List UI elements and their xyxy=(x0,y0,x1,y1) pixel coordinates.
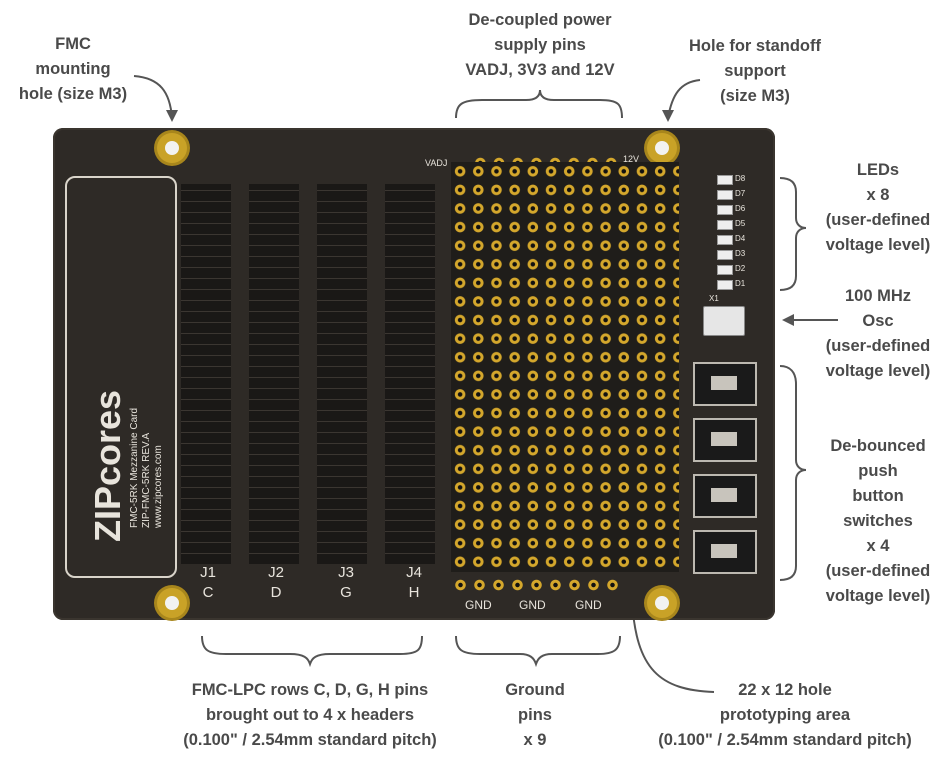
header-row-h: H xyxy=(408,584,420,601)
callout-line: brought out to 4 x headers xyxy=(205,706,415,724)
header-row-g: G xyxy=(340,584,352,601)
brand-subtitle: www.zipcores.com xyxy=(153,445,164,528)
standoff-hole-bottom xyxy=(647,588,677,618)
callout-line: (0.100" / 2.54mm standard pitch) xyxy=(658,731,912,749)
brand-subtitle: ZIP-FMC-5RK REV.A xyxy=(141,432,152,528)
push-button-4 xyxy=(693,530,757,574)
fmc-mezzanine-board: ZIPcores FMC-5RK Mezzanine Card ZIP-FMC-… xyxy=(53,128,775,620)
prototyping-area xyxy=(451,162,679,572)
callout-line: mounting xyxy=(35,60,111,78)
push-button-3 xyxy=(693,474,757,518)
oscillator-callout: 100 MHz Osc (user-defined voltage level) xyxy=(808,284,948,384)
callout-line: 100 MHz xyxy=(844,287,912,305)
callout-line: Hole for standoff xyxy=(689,37,821,55)
callout-line: hole (size M3) xyxy=(18,85,128,103)
led-d1 xyxy=(717,280,733,290)
led-label: D6 xyxy=(735,204,746,213)
callout-line: support xyxy=(724,62,786,80)
callout-line: x 9 xyxy=(523,731,547,749)
prototyping-area-callout: 22 x 12 hole prototyping area (0.100" / … xyxy=(622,678,948,753)
push-buttons-callout: De-bounced push button switches x 4 (use… xyxy=(808,434,948,609)
header-label-j2: J2 xyxy=(268,564,284,581)
callout-line: x 8 xyxy=(866,186,890,204)
power-pins-callout: De-coupled power supply pins VADJ, 3V3 a… xyxy=(440,8,640,83)
fmc-mounting-hole-bottom xyxy=(157,588,187,618)
led-d7 xyxy=(717,190,733,200)
brand-logo: ZIPcores xyxy=(87,389,128,542)
gnd-label: GND xyxy=(575,598,602,612)
led-d5 xyxy=(717,220,733,230)
callout-line: FMC xyxy=(55,35,91,53)
brand-subtitle: FMC-5RK Mezzanine Card xyxy=(129,407,140,528)
callout-line: FMC-LPC rows C, D, G, H pins xyxy=(191,681,429,699)
fmc-mounting-hole-callout: FMC mounting hole (size M3) xyxy=(8,32,138,107)
callout-line: 22 x 12 hole xyxy=(738,681,832,699)
callout-line: Osc xyxy=(862,312,894,330)
header-row-d: D xyxy=(270,584,282,601)
leds-bracket xyxy=(779,177,807,291)
gnd-label: GND xyxy=(465,598,492,612)
header-j1 xyxy=(181,184,231,564)
header-j4 xyxy=(385,184,435,564)
led-label: D8 xyxy=(735,174,746,183)
led-d6 xyxy=(717,205,733,215)
callout-line: De-bounced xyxy=(830,437,926,455)
header-j3 xyxy=(317,184,367,564)
callout-line: (0.100" / 2.54mm standard pitch) xyxy=(183,731,437,749)
callout-line: De-coupled power xyxy=(468,11,612,29)
fmc-mounting-hole-top xyxy=(157,133,187,163)
callout-line: voltage level) xyxy=(825,236,931,254)
leds-callout: LEDs x 8 (user-defined voltage level) xyxy=(808,158,948,258)
callout-line: VADJ, 3V3 and 12V xyxy=(465,61,615,79)
callout-line: (size M3) xyxy=(720,87,790,105)
led-label: D3 xyxy=(735,249,746,258)
buttons-bracket xyxy=(779,365,807,581)
callout-line: (user-defined xyxy=(825,337,931,355)
callout-line: voltage level) xyxy=(825,587,931,605)
led-label: D7 xyxy=(735,189,746,198)
vadj-label: VADJ xyxy=(425,158,448,168)
header-label-j4: J4 xyxy=(406,564,422,581)
gnd-label: GND xyxy=(519,598,546,612)
header-j2 xyxy=(249,184,299,564)
logo-panel xyxy=(65,176,177,578)
led-d2 xyxy=(717,265,733,275)
callout-line: prototyping area xyxy=(719,706,851,724)
push-button-1 xyxy=(693,362,757,406)
standoff-hole-callout: Hole for standoff support (size M3) xyxy=(660,34,850,109)
callout-line: supply pins xyxy=(494,36,586,54)
header-label-j3: J3 xyxy=(338,564,354,581)
osc-label: X1 xyxy=(709,294,719,303)
callout-line: LEDs xyxy=(856,161,900,179)
callout-line: Ground xyxy=(505,681,565,699)
callout-line: voltage level) xyxy=(825,362,931,380)
led-d3 xyxy=(717,250,733,260)
header-label-j1: J1 xyxy=(200,564,216,581)
fmc-hole-arrow xyxy=(133,75,173,119)
led-d4 xyxy=(717,235,733,245)
led-label: D4 xyxy=(735,234,746,243)
power-bracket xyxy=(455,89,623,119)
fmc-rows-bracket xyxy=(201,635,423,668)
led-label: D2 xyxy=(735,264,746,273)
ground-bracket xyxy=(455,635,621,668)
header-row-c: C xyxy=(202,584,214,601)
callout-line: switches xyxy=(843,512,913,530)
fmc-rows-callout: FMC-LPC rows C, D, G, H pins brought out… xyxy=(145,678,475,753)
12v-label: 12V xyxy=(623,154,640,164)
standoff-hole-top xyxy=(647,133,677,163)
push-button-2 xyxy=(693,418,757,462)
callout-line: (user-defined xyxy=(825,211,931,229)
led-label: D5 xyxy=(735,219,746,228)
oscillator-100mhz xyxy=(703,306,745,336)
led-d8 xyxy=(717,175,733,185)
ground-pins xyxy=(451,576,623,594)
callout-line: x 4 xyxy=(866,537,890,555)
callout-line: pins xyxy=(518,706,552,724)
callout-line: (user-defined xyxy=(825,562,931,580)
led-label: D1 xyxy=(735,279,746,288)
callout-line: button xyxy=(852,487,904,505)
callout-line: push xyxy=(858,462,898,480)
ground-pins-callout: Ground pins x 9 xyxy=(490,678,580,753)
